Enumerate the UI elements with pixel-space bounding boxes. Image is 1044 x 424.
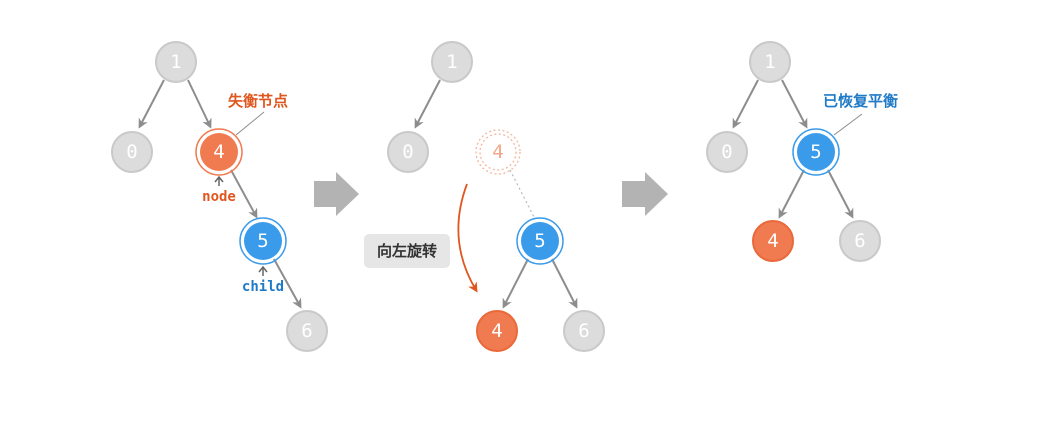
node-pointer-label: node (202, 189, 236, 205)
rotate-label: 向左旋转 (377, 242, 437, 260)
panel-left: 1 0 4 5 6 失衡节点 node child (111, 41, 328, 352)
node-1-right-value: 1 (764, 51, 775, 73)
panel-right: 1 0 5 4 6 已恢复平衡 (706, 41, 898, 262)
edge-1-0-mid (414, 79, 441, 129)
node-6: 6 (286, 310, 328, 352)
step-arrow-1 (314, 172, 359, 216)
edge-1-0 (138, 79, 165, 129)
node-1-right: 1 (749, 41, 791, 83)
node-1-mid-value: 1 (446, 51, 457, 73)
ghost-node-4: 4 (475, 129, 521, 175)
node-5-mid-value: 5 (534, 230, 545, 252)
ghost-edge-4-5 (509, 169, 535, 218)
node-0-right-value: 0 (721, 141, 732, 163)
rotate-label-box (364, 234, 450, 268)
node-5-mid: 5 (516, 217, 564, 265)
edge-5-6-mid (551, 258, 578, 309)
edge-5-6-right (827, 169, 854, 219)
node-4-value: 4 (213, 141, 224, 163)
edge-5-4-mid (502, 258, 529, 309)
node-4-right: 4 (752, 220, 794, 262)
node-0: 0 (111, 131, 153, 173)
edge-1-5-right (781, 79, 808, 129)
node-5-right-value: 5 (810, 141, 821, 163)
node-0-value: 0 (126, 141, 137, 163)
node-6-mid: 6 (563, 310, 605, 352)
node-4-right-value: 4 (767, 230, 778, 252)
node-pointer-arrow (214, 175, 224, 186)
child-pointer-label: child (242, 279, 284, 295)
edge-5-4-right (778, 169, 805, 219)
edge-1-0-right (732, 79, 759, 129)
node-1-value: 1 (170, 51, 181, 73)
node-5-value: 5 (257, 230, 268, 252)
balanced-label: 已恢复平衡 (823, 92, 898, 110)
unbalanced-node-label: 失衡节点 (228, 92, 288, 110)
node-1: 1 (155, 41, 197, 83)
node-0-right: 0 (706, 131, 748, 173)
balanced-callout-line (833, 113, 863, 136)
node-4-mid-value: 4 (491, 320, 502, 342)
node-6-right: 6 (839, 220, 881, 262)
rotation-curve-arrow (457, 183, 478, 293)
node-4-unbalanced: 4 (195, 128, 243, 176)
ghost-node-4-value: 4 (492, 141, 503, 163)
node-6-right-value: 6 (854, 230, 865, 252)
edge-5-6 (273, 258, 302, 309)
node-5-child: 5 (239, 217, 287, 265)
unbalanced-callout-line (235, 111, 265, 136)
node-4-mid: 4 (476, 310, 518, 352)
node-6-value: 6 (301, 320, 312, 342)
step-arrow-2 (622, 172, 668, 216)
node-0-mid: 0 (387, 131, 429, 173)
edge-4-5 (230, 169, 258, 219)
child-pointer-arrow (258, 265, 268, 276)
node-1-mid: 1 (431, 41, 473, 83)
node-0-mid-value: 0 (402, 141, 413, 163)
edge-1-4 (187, 79, 212, 129)
node-5-right: 5 (792, 128, 840, 176)
node-6-mid-value: 6 (578, 320, 589, 342)
panel-middle: 向左旋转 1 0 4 5 4 6 (364, 41, 605, 352)
